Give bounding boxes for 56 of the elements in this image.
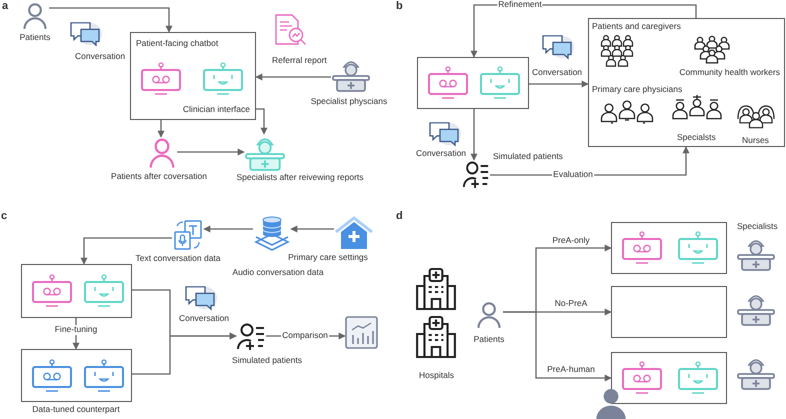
- node-label: Primary care settings: [288, 253, 368, 263]
- edge-label: Conversation: [414, 149, 468, 159]
- node-label: Specialists after reivewing reports: [236, 173, 364, 183]
- edge-label: Evaluation: [552, 170, 594, 180]
- edge-label: Comparison: [281, 331, 329, 341]
- node-label: Data-tuned counterpart: [32, 405, 120, 415]
- process-box: [21, 264, 132, 318]
- process-box: [130, 32, 256, 120]
- edge-label: Conversation: [178, 314, 230, 324]
- node-label: Patient-facing chatbot: [136, 39, 218, 49]
- node-label: Specialist physcians: [310, 97, 388, 107]
- node-label: Clinician interface: [182, 105, 250, 115]
- arrow: [80, 237, 172, 265]
- node-label: Patients after coversation: [111, 172, 207, 182]
- node-label: Simulated patients: [232, 356, 302, 366]
- arrow: [49, 7, 172, 33]
- node-label: Specialsts: [677, 133, 716, 143]
- node-label: Text conversation data: [135, 254, 221, 264]
- arrow: [529, 80, 589, 88]
- node-label: Simulated patients: [493, 152, 563, 162]
- arrow: [177, 148, 245, 156]
- node-label: Community health workers: [679, 68, 780, 78]
- node-label: Patients: [20, 33, 50, 43]
- node-label: Audio conversation data: [232, 268, 324, 278]
- panel-letter: c: [1, 210, 8, 223]
- process-box: [417, 57, 529, 109]
- node-label: Patients and caregivers: [592, 22, 681, 32]
- node-label: Nurses: [742, 136, 769, 146]
- panel-letter: b: [396, 0, 403, 13]
- process-box: [611, 286, 727, 338]
- process-box: [611, 222, 727, 274]
- process-box: [21, 349, 132, 402]
- edge-label: Fine-tuning: [54, 325, 98, 335]
- label: Conversation: [75, 52, 126, 62]
- panel-letter: d: [396, 210, 403, 223]
- arrow: [290, 226, 334, 232]
- node-label: Patients: [474, 335, 504, 345]
- edge-label: PreA-human: [546, 365, 596, 375]
- node-label: Primary care physicians: [592, 85, 682, 95]
- arrow: [255, 74, 331, 80]
- label: Hospitals: [419, 371, 454, 381]
- edge-label: No-PreA: [554, 299, 588, 309]
- arrow: [503, 311, 612, 382]
- process-box: [611, 352, 727, 404]
- label: Referral report: [272, 56, 327, 66]
- arrow: [470, 109, 478, 161]
- arrow: [256, 108, 268, 135]
- arrow: [158, 120, 164, 138]
- label: Specialists: [737, 222, 778, 232]
- edge-label: PreA-only: [551, 236, 591, 246]
- arrow: [203, 226, 253, 232]
- process-box: [588, 18, 785, 147]
- panel-letter: a: [2, 0, 8, 13]
- edge-label: Conversation: [530, 68, 584, 78]
- arrow: [132, 332, 237, 375]
- edge-label: Refinement: [497, 0, 543, 10]
